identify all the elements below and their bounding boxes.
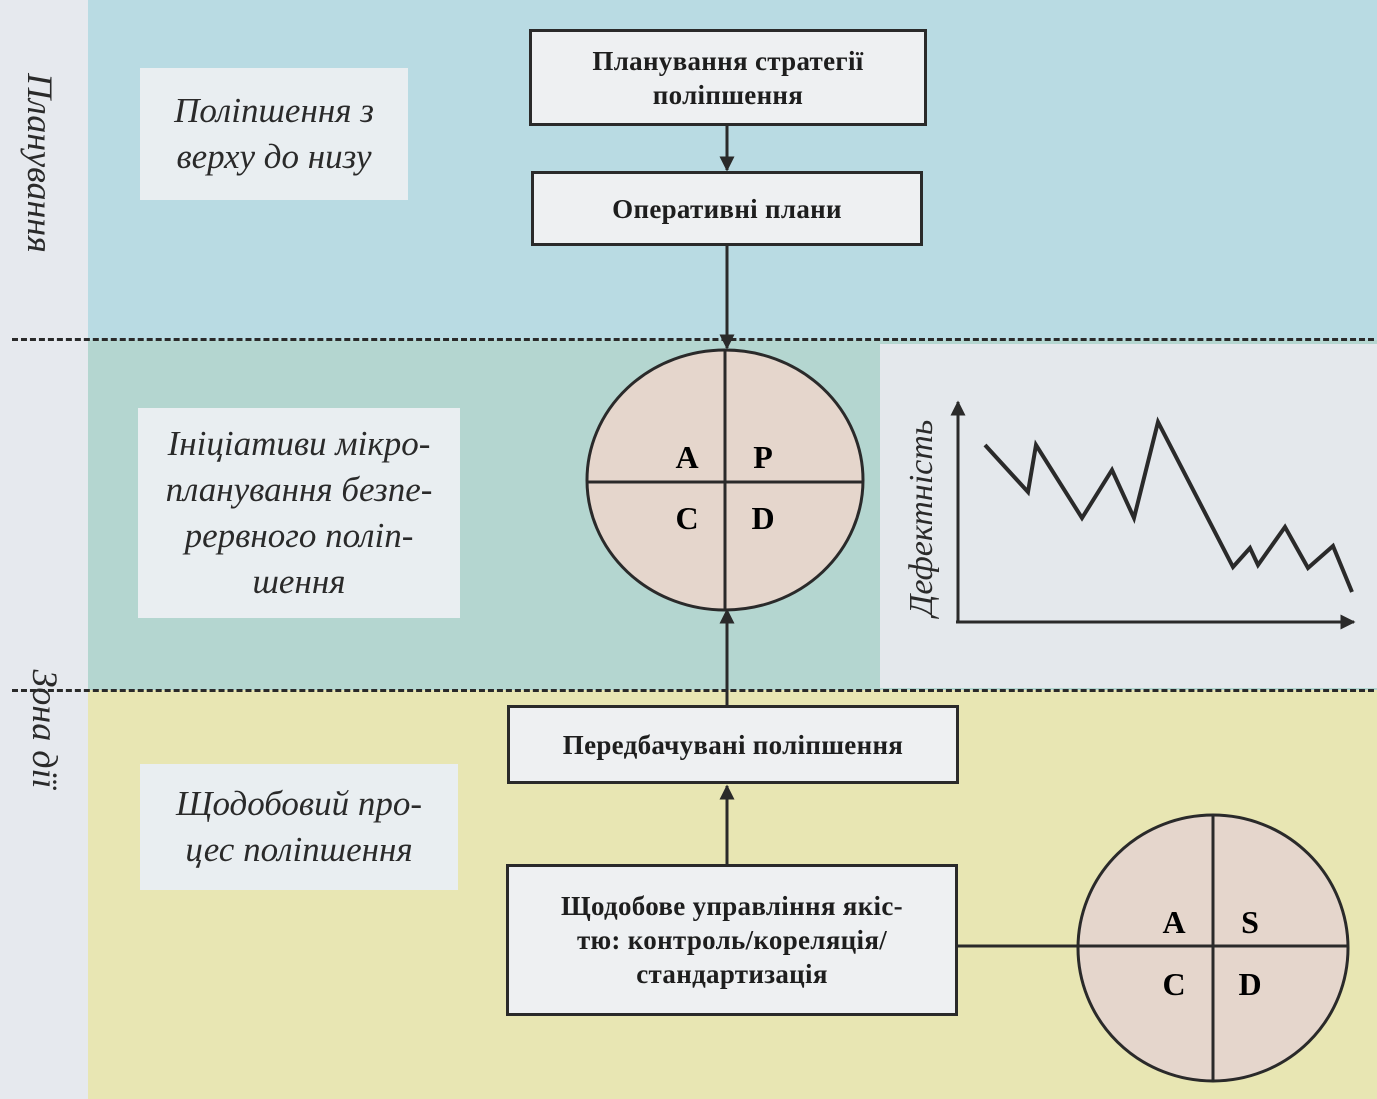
note-line: Поліпшення з xyxy=(174,91,374,130)
note-line: планування безпе- xyxy=(165,470,433,509)
defect-chart: Дефектність xyxy=(903,400,1356,630)
daily-process-note: Щодобовий про- цес поліпшення xyxy=(140,764,458,890)
chart-y-axis-label: Дефектність xyxy=(903,420,940,620)
pdca-label-plan: P xyxy=(753,439,773,475)
sdca-cycle: A S C D xyxy=(1076,813,1350,1083)
sdca-label-act: A xyxy=(1162,904,1185,940)
defect-trend-line xyxy=(983,416,1354,593)
expected-improvements-box: Передбачувані поліпшення xyxy=(507,705,959,784)
sdca-label-standardize: S xyxy=(1241,904,1259,940)
pdca-label-act: A xyxy=(675,439,698,475)
box-line: Щодобове управління якіс- xyxy=(561,891,903,921)
note-line: цес поліпшення xyxy=(185,830,413,869)
sdca-label-do: D xyxy=(1238,966,1261,1002)
note-line: верху до низу xyxy=(176,137,372,176)
box-line: Оперативні плани xyxy=(612,193,842,224)
box-line: стандартизація xyxy=(636,959,828,989)
box-line: поліпшення xyxy=(652,79,804,110)
box-line: Планування стратегії xyxy=(592,45,864,76)
pdca-label-check: C xyxy=(675,500,698,536)
pdca-label-do: D xyxy=(751,500,774,536)
top-down-improvement-note: Поліпшення з верху до низу xyxy=(140,68,408,200)
daily-quality-management-box: Щодобове управління якіс- тю: контроль/к… xyxy=(506,864,958,1016)
operational-plans-box: Оперативні плани xyxy=(531,171,923,246)
sdca-label-check: C xyxy=(1162,966,1185,1002)
micro-planning-note: Ініціативи мікро- планування безпе- рерв… xyxy=(138,408,460,618)
note-line: рервного поліп- xyxy=(184,516,414,555)
pdca-cycle: A P C D xyxy=(585,348,865,612)
box-line: тю: контроль/кореляція/ xyxy=(576,925,888,955)
note-line: Ініціативи мікро- xyxy=(167,424,431,463)
action-divider xyxy=(12,689,1374,692)
planning-divider xyxy=(12,338,1374,341)
note-line: Щодобовий про- xyxy=(175,784,423,823)
box-line: Передбачувані поліпшення xyxy=(562,729,904,760)
strategy-planning-box: Планування стратегії поліпшення xyxy=(529,29,927,126)
note-line: шення xyxy=(252,562,346,601)
